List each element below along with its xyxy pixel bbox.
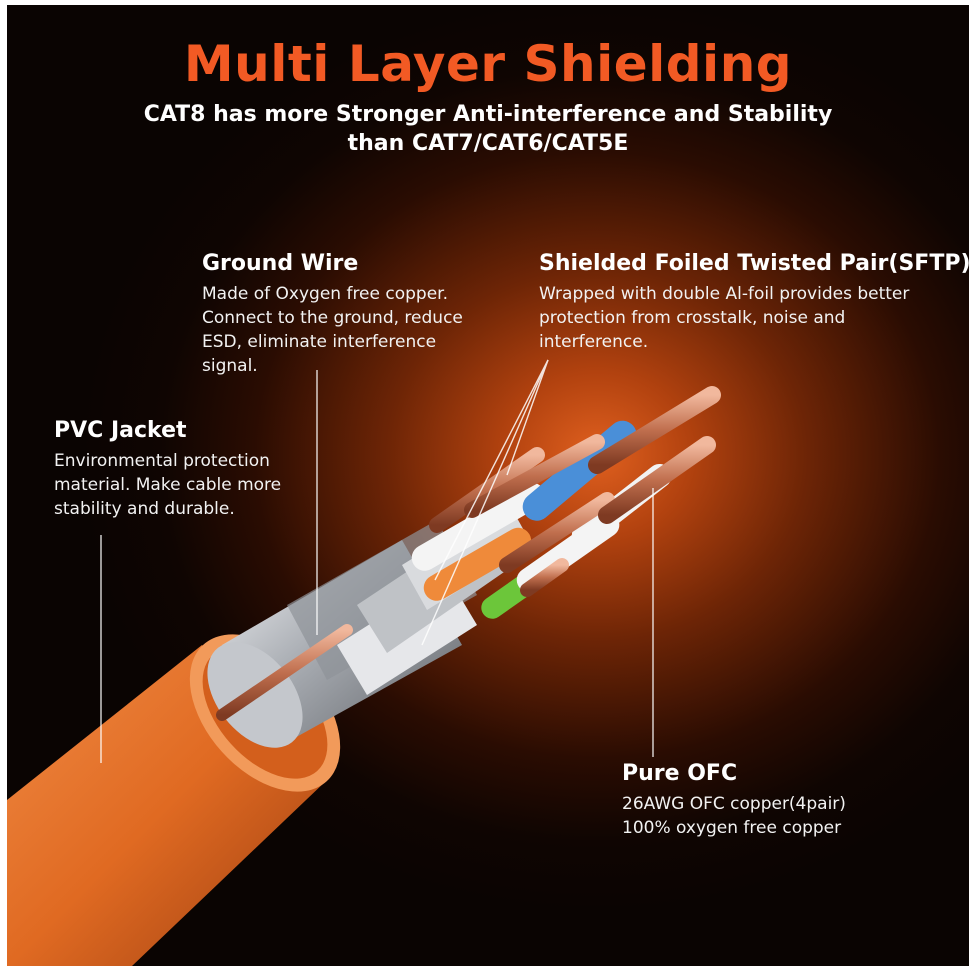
ground-wire-description: Made of Oxygen free copper. Connect to t… xyxy=(202,282,502,378)
ground-wire-heading: Ground Wire xyxy=(202,251,359,276)
subtitle-line-1: CAT8 has more Stronger Anti-interference… xyxy=(143,102,833,127)
sftp-label: Shielded Foiled Twisted Pair(SFTP) Wrapp… xyxy=(539,251,969,354)
page-title: Multi Layer Shielding xyxy=(183,35,793,93)
sftp-line: protection from crosstalk, noise and xyxy=(539,308,846,328)
pvc-jacket-line: material. Make cable more xyxy=(54,475,282,495)
pvc-jacket-line: stability and durable. xyxy=(54,499,235,519)
pvc-jacket-label: PVC Jacket Environmental protection mate… xyxy=(54,418,334,521)
sftp-description: Wrapped with double Al-foil provides bet… xyxy=(539,282,959,354)
sftp-line: interference. xyxy=(539,332,649,352)
subtitle-line-2: than CAT7/CAT6/CAT5E xyxy=(347,131,629,156)
sftp-heading: Shielded Foiled Twisted Pair(SFTP) xyxy=(539,251,969,276)
product-banner: Multi Layer Shielding CAT8 has more Stro… xyxy=(7,5,969,966)
copper-conductors xyxy=(216,386,721,721)
ground-wire-line: Connect to the ground, reduce xyxy=(202,308,463,328)
pure-ofc-line: 26AWG OFC copper(4pair) xyxy=(622,794,846,814)
ground-wire-line: signal. xyxy=(202,356,258,376)
sftp-line: Wrapped with double Al-foil provides bet… xyxy=(539,284,910,304)
pvc-jacket-line: Environmental protection xyxy=(54,451,270,471)
pure-ofc-line: 100% oxygen free copper xyxy=(622,818,842,838)
ground-wire-label: Ground Wire Made of Oxygen free copper. … xyxy=(202,251,502,378)
ground-wire-line: Made of Oxygen free copper. xyxy=(202,284,449,304)
pure-ofc-label: Pure OFC 26AWG OFC copper(4pair) 100% ox… xyxy=(622,761,922,840)
pure-ofc-heading: Pure OFC xyxy=(622,761,738,786)
insulated-pairs xyxy=(411,420,672,619)
pointer-lines xyxy=(100,359,654,763)
ground-wire-line: ESD, eliminate interference xyxy=(202,332,437,352)
pvc-jacket-description: Environmental protection material. Make … xyxy=(54,449,334,521)
pure-ofc-description: 26AWG OFC copper(4pair) 100% oxygen free… xyxy=(622,792,922,840)
cable-illustration xyxy=(7,359,721,966)
subtitle: CAT8 has more Stronger Anti-interference… xyxy=(7,100,969,158)
pvc-jacket-heading: PVC Jacket xyxy=(54,418,187,443)
